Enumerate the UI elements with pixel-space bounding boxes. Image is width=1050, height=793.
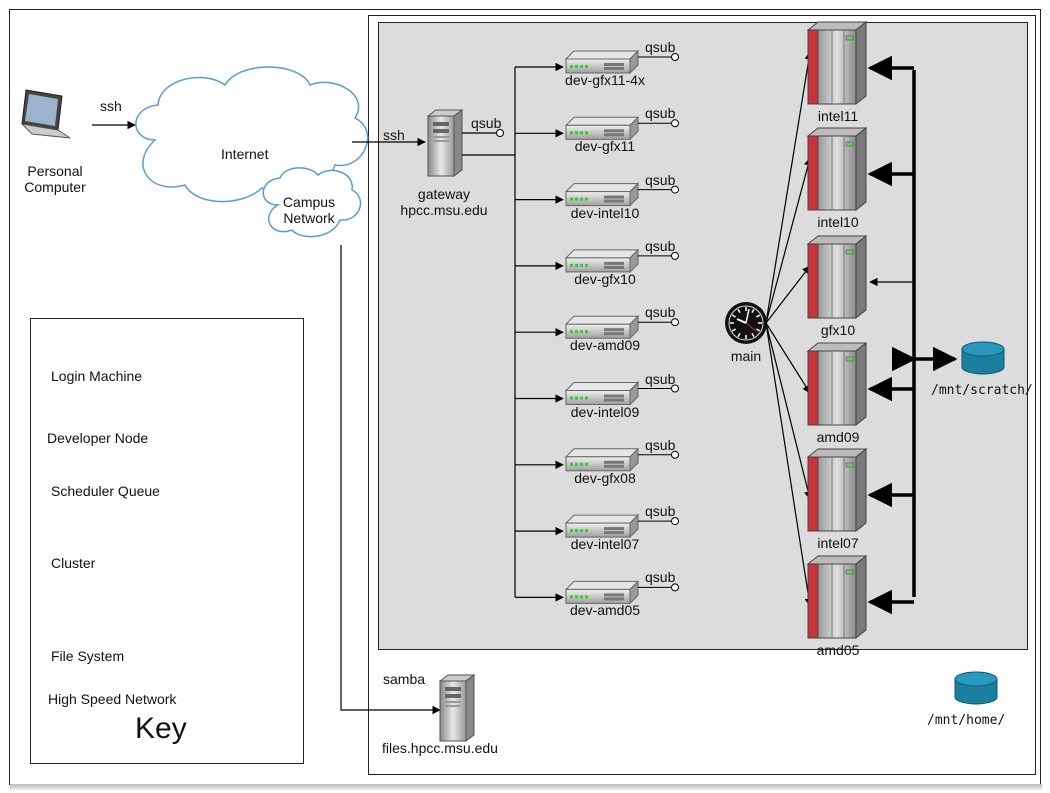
qsub-label: qsub [645,39,676,55]
gateway-qsub-port [496,129,504,137]
qsub-label: qsub [645,304,676,321]
qsub-label: qsub [645,171,676,188]
dev-node-label: dev-gfx11 [574,138,636,155]
qsub-port [671,318,679,327]
frame-shadow [10,784,1042,790]
dev-node-label: dev-gfx08 [574,469,636,486]
dev-node-icon [565,448,639,472]
gateway-label: gateway hpcc.msu.edu [400,186,487,218]
key-filesystem-label: File System [51,648,125,664]
qsub-label: qsub [645,237,676,254]
qsub-label: qsub [645,436,676,453]
personal-computer-label: Personal Computer [24,163,85,195]
key-devnode-label: Developer Node [47,430,149,446]
dev-node-label: dev-amd09 [569,337,641,354]
key-cluster-label: Cluster [51,555,96,571]
key-panel [30,318,304,764]
gateway-tower-icon [427,109,463,177]
campus-cloud [262,167,362,238]
campus-line1: Campus [282,194,336,210]
dev-node-icon [565,116,639,140]
scratch-label: /mnt/scratch/ [931,383,1033,398]
key-highspeed-label: High Speed Network [48,691,177,707]
cluster-icon [807,21,867,105]
dev-node-label: dev-intel09 [570,403,640,420]
qsub-label: qsub [645,370,676,387]
dev-node-icon [565,183,639,207]
campus-samba-link [340,245,441,715]
scheduler-link [765,322,813,607]
personal-line2: Computer [24,179,86,195]
qsub-label: qsub [645,569,676,586]
laptop-icon [21,89,71,139]
personal-line1: Personal [27,163,83,179]
scheduler-link [765,265,811,324]
cluster-label: intel10 [817,214,859,230]
gateway-line2: hpcc.msu.edu [400,202,488,218]
qsub-port [671,53,679,61]
cluster-icon [807,127,867,211]
cluster-label: amd09 [816,429,860,445]
scheduler-link [765,322,811,394]
qsub-port [671,517,679,526]
dev-node-icon [565,382,639,405]
qsub-label: qsub [645,105,676,122]
cluster-label: intel11 [817,108,859,124]
cluster-label: amd05 [816,642,860,658]
scheduler-clock-icon [724,301,768,345]
samba-host-label: files.hpcc.msu.edu [382,740,498,756]
qsub-port [671,119,679,128]
qsub-port [671,185,679,194]
key-login-label: Login Machine [51,368,143,384]
qsub-port [671,251,679,260]
internet-label: Internet [221,146,269,162]
dev-node-label: dev-intel07 [570,536,640,553]
gateway-line1: gateway [417,186,471,202]
internet-cloud [135,66,369,203]
scheduler-link [765,51,813,324]
scratch-disk-icon [961,341,1005,375]
qsub-port [671,583,679,592]
cluster-icon [807,235,867,319]
scheduler-link [765,322,813,500]
samba-tower-icon [439,674,475,742]
campus-network-label: Campus Network [283,194,335,226]
cluster-icon [807,342,867,426]
cluster-icon [807,448,867,532]
gateway-qsub-label: qsub [471,115,502,131]
cluster-icon [807,555,867,639]
scheduler-label: main [730,348,762,364]
qsub-label: qsub [645,503,676,520]
dev-node-icon [565,514,639,538]
key-scheduler-label: Scheduler Queue [51,483,160,499]
dev-node-icon [565,249,639,273]
qsub-port [671,384,679,393]
dev-node-label: dev-amd05 [569,602,641,619]
cluster-label: intel07 [817,535,859,551]
qsub-port [671,450,679,459]
dev-node-label: dev-gfx10 [574,270,636,287]
dev-node-label: dev-intel10 [570,204,640,221]
campus-line2: Network [283,210,335,226]
home-label: /mnt/home/ [927,713,1006,728]
gateway-ssh-label: ssh [383,127,405,143]
samba-label: samba [383,671,426,687]
scheduler-link [765,157,813,324]
key-title: Key [135,712,187,745]
compute-panel [378,22,1028,650]
dev-node-label: dev-gfx11-4x [565,72,645,88]
ssh-label: ssh [100,98,122,114]
dev-node-icon [565,315,639,339]
home-disk-icon [954,671,998,705]
dev-node-icon [565,50,639,74]
cluster-label: gfx10 [820,322,856,338]
dev-node-icon [565,580,639,604]
